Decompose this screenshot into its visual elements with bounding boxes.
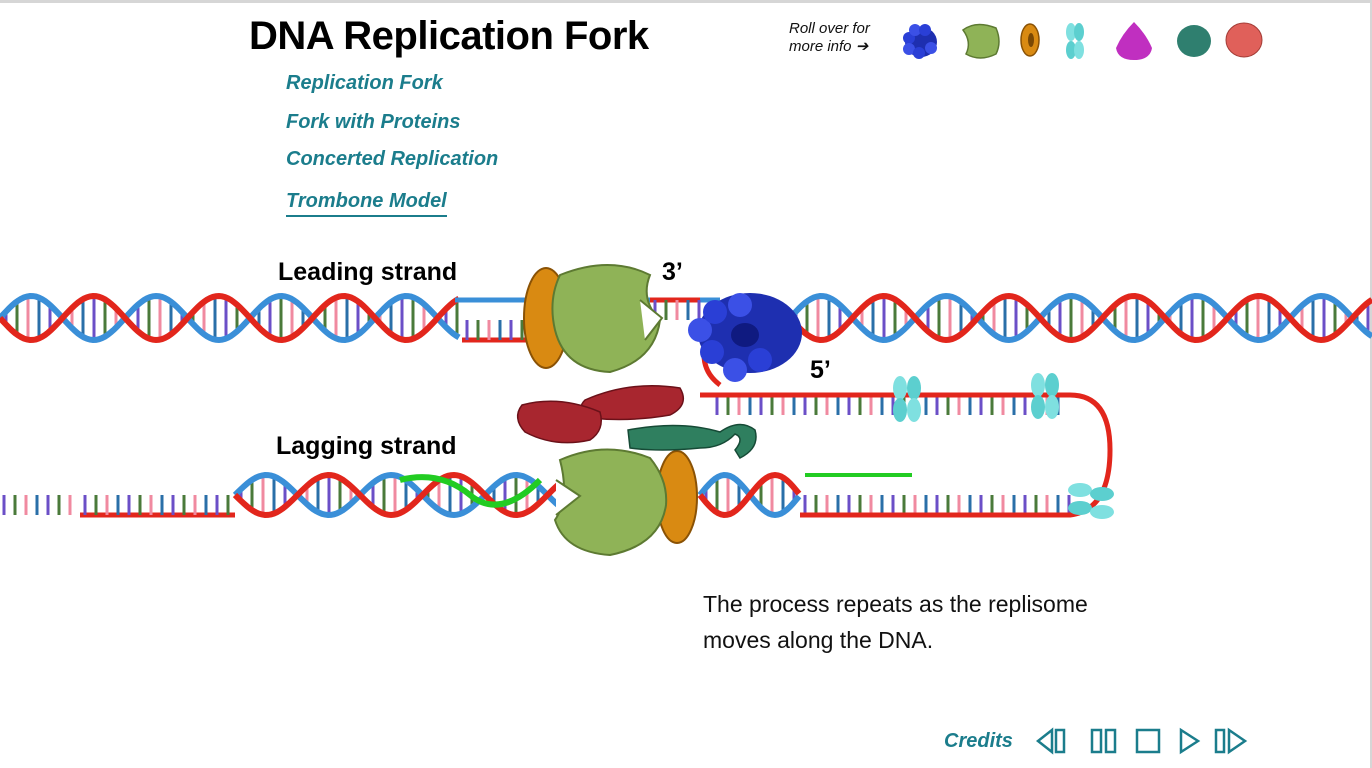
ssb-protein-icon[interactable]: [1060, 18, 1090, 64]
caption-text: The process repeats as the replisome mov…: [703, 586, 1163, 658]
leading-polymerase: [523, 264, 664, 374]
upstream-helix-red-strand: [0, 292, 461, 344]
caption-line2: moves along the DNA.: [703, 627, 934, 653]
step-back-icon[interactable]: [1034, 726, 1072, 756]
ssb-protein-1: [893, 376, 921, 422]
caption-line1: The process repeats as the replisome: [703, 591, 1088, 617]
upstream-helix-blue-strand: [0, 292, 461, 344]
three-prime-label: 3’: [662, 258, 683, 286]
stop-icon[interactable]: [1134, 726, 1164, 756]
ssb-protein-3: [1068, 483, 1114, 519]
lagging-helix-red-strand: [232, 471, 561, 519]
nav-fork-with-proteins[interactable]: Fork with Proteins: [286, 111, 461, 133]
lagging-polymerase: [553, 448, 698, 557]
clamp-protein-icon[interactable]: [1016, 18, 1044, 64]
ligase-protein-icon[interactable]: [1172, 18, 1216, 64]
credits-link[interactable]: Credits: [944, 730, 1013, 752]
tau-linker-protein: [516, 384, 685, 444]
polymerase-protein-icon[interactable]: [958, 18, 1004, 64]
ssb-protein-2: [1031, 373, 1059, 419]
leading-strand-label: Leading strand: [278, 258, 458, 286]
rollover-hint-line1: Roll over for: [789, 20, 870, 37]
nav-replication-fork[interactable]: Replication Fork: [286, 72, 443, 94]
parental-helix-red-strand: [787, 292, 1372, 344]
rollover-hint: Roll over for more info ➔: [789, 20, 870, 56]
lagging-inner-helix-red-strand: [697, 471, 802, 519]
right-border: [1370, 0, 1372, 768]
play-icon[interactable]: [1176, 726, 1204, 756]
lagging-helix-blue-strand: [232, 471, 561, 519]
parental-helix-blue-strand: [787, 292, 1372, 344]
okazaki-fragment: [399, 474, 543, 508]
nav-trombone-model[interactable]: Trombone Model: [286, 190, 447, 217]
helicase: [688, 293, 802, 382]
five-prime-label: 5’: [810, 356, 831, 384]
helicase-protein-icon[interactable]: [895, 18, 943, 64]
top-border: [0, 0, 1372, 3]
page-title: DNA Replication Fork: [249, 14, 649, 58]
gamma-complex-protein: [627, 423, 757, 459]
topoisomerase-protein-icon[interactable]: [1222, 18, 1266, 64]
nav-concerted-replication[interactable]: Concerted Replication: [286, 148, 499, 170]
primase-protein-icon[interactable]: [1112, 18, 1156, 64]
step-forward-icon[interactable]: [1212, 726, 1252, 756]
lagging-strand-label: Lagging strand: [276, 432, 457, 460]
pause-icon[interactable]: [1088, 726, 1122, 756]
rollover-hint-line2: more info ➔: [789, 38, 869, 55]
